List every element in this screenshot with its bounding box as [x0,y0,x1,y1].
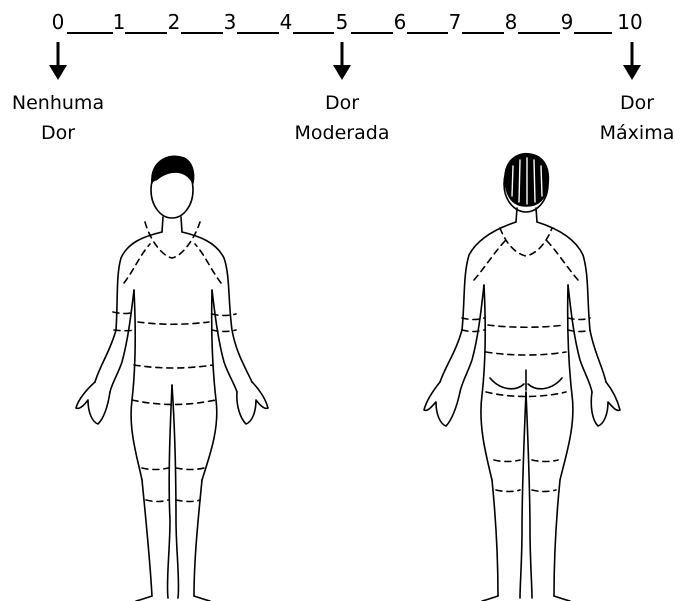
caption-moderate-pain: Dor Moderada [295,88,390,148]
caption-moderate-pain-line2: Moderada [295,118,390,148]
arrow-down-icon-middle [333,42,351,80]
scale-number-7: 7 [449,10,462,34]
body-front-figure [76,156,268,601]
scale-number-0: 0 [52,10,65,34]
scale-number-6: 6 [394,10,407,34]
caption-max-pain-line1: Dor [600,88,675,118]
caption-no-pain: Nenhuma Dor [12,88,104,148]
scale-number-2: 2 [168,10,181,34]
caption-max-pain: Dor Máxima [600,88,675,148]
body-back-figure [424,154,620,601]
scale-number-4: 4 [280,10,293,34]
scale-number-8: 8 [505,10,518,34]
caption-max-pain-line2: Máxima [600,118,675,148]
arrow-down-icon-right [623,42,641,80]
caption-no-pain-line1: Nenhuma [12,88,104,118]
scale-number-1: 1 [113,10,126,34]
arrow-down-icon-left [49,42,67,80]
scale-number-10: 10 [617,10,642,34]
caption-moderate-pain-line1: Dor [295,88,390,118]
caption-no-pain-line2: Dor [12,118,104,148]
scale-number-5: 5 [336,10,349,34]
scale-number-9: 9 [561,10,574,34]
scale-number-3: 3 [224,10,237,34]
